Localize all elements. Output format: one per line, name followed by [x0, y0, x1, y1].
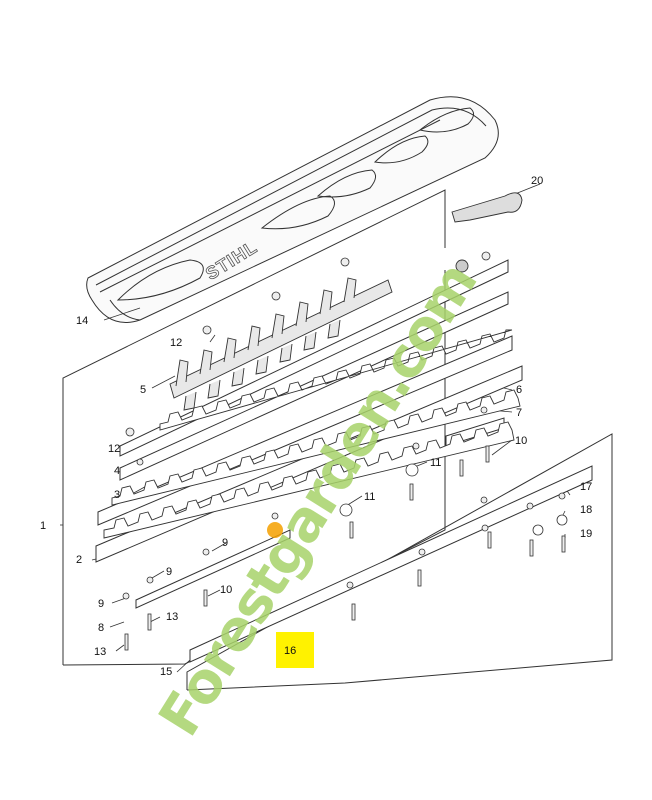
label-17: 17: [580, 481, 592, 493]
label-3: 3: [114, 489, 120, 501]
label-11-upper: 11: [430, 457, 441, 469]
guard-strip-15: [189, 465, 593, 663]
label-13-right: 13: [166, 611, 178, 623]
label-2: 2: [76, 554, 82, 566]
label-4: 4: [114, 465, 120, 477]
blade-teeth: [103, 329, 521, 539]
label-1: 1: [40, 520, 46, 532]
label-15: 15: [160, 666, 172, 678]
hardware-parts: [122, 251, 568, 651]
label-16-highlighted: 16: [284, 645, 296, 657]
label-10-left: 10: [220, 584, 232, 596]
latch-part-20: [451, 192, 523, 273]
label-6: 6: [516, 384, 522, 396]
label-7: 7: [516, 407, 522, 419]
label-12-top: 12: [170, 337, 182, 349]
label-19: 19: [580, 528, 592, 540]
label-18: 18: [580, 504, 592, 516]
label-5: 5: [140, 384, 146, 396]
label-9-lower: 9: [98, 598, 104, 610]
label-8: 8: [98, 622, 104, 634]
watermark-dot: [267, 522, 283, 538]
label-13-left: 13: [94, 646, 106, 658]
label-10-right: 10: [515, 435, 527, 447]
part-labels: 14 20 12 5 12 4 3 1 2 6 7 10 11 11 17 18…: [40, 175, 592, 678]
label-14: 14: [76, 315, 88, 327]
label-9-mid: 9: [166, 566, 172, 578]
gear-part-5: [169, 277, 393, 411]
highlight-box: [276, 632, 314, 668]
label-20: 20: [531, 175, 543, 187]
slot-plate-8: [135, 529, 291, 609]
label-11-lower: 11: [364, 491, 375, 503]
label-12: 12: [108, 443, 120, 455]
assembly-frame-15: [186, 433, 613, 691]
blade-cover-housing: [86, 96, 499, 323]
label-9-upper: 9: [222, 537, 228, 549]
